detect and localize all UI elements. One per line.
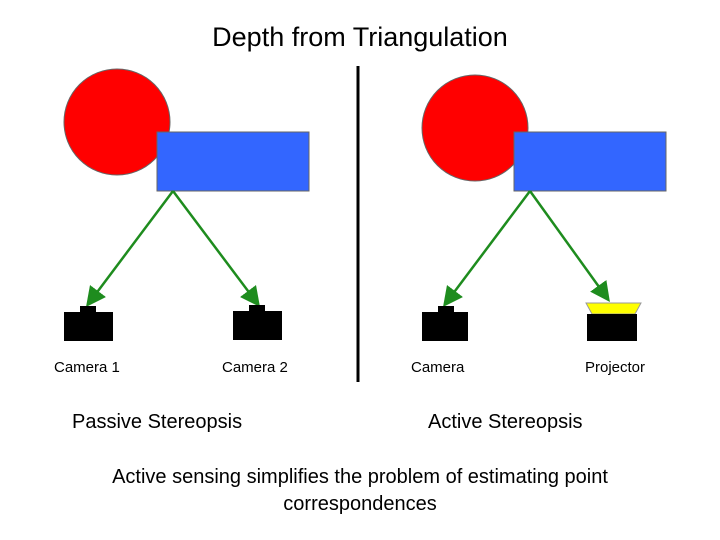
projector-lens-icon bbox=[585, 302, 642, 315]
camera-2-icon bbox=[233, 305, 282, 340]
projector-icon bbox=[585, 302, 642, 341]
blue-rectangle-object bbox=[156, 131, 310, 192]
camera-label: Camera bbox=[411, 359, 465, 376]
left-panel-scene bbox=[63, 68, 310, 341]
red-circle-object bbox=[63, 68, 171, 176]
active-stereopsis-label: Active Stereopsis bbox=[428, 411, 583, 433]
arrow-to-camera-1 bbox=[86, 190, 174, 307]
camera-icon bbox=[422, 306, 468, 341]
camera-2-label: Camera 2 bbox=[222, 359, 288, 376]
arrow-to-camera bbox=[443, 190, 531, 307]
blue-rectangle-object bbox=[513, 131, 667, 192]
diagram-title: Depth from Triangulation bbox=[212, 22, 508, 52]
camera-1-label: Camera 1 bbox=[54, 359, 120, 376]
camera-1-icon bbox=[64, 306, 113, 341]
projector-label: Projector bbox=[585, 359, 646, 376]
caption-text: Active sensing simplifies the problem of… bbox=[112, 466, 608, 515]
right-panel-scene bbox=[421, 74, 667, 341]
passive-stereopsis-label: Passive Stereopsis bbox=[72, 411, 243, 433]
arrow-to-camera-2 bbox=[172, 190, 260, 307]
arrow-to-projector bbox=[528, 190, 610, 303]
red-circle-object bbox=[421, 74, 529, 182]
